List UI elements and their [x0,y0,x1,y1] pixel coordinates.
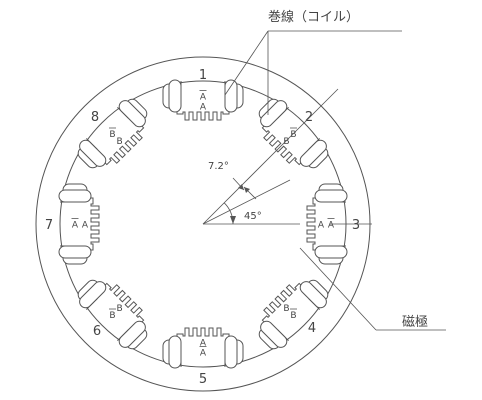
coil-callout: 巻線（コイル） [224,9,402,115]
coil-winding [58,245,92,259]
pole-body [176,327,230,367]
phase-mark: B [109,311,115,321]
pole-label: 磁極 [402,314,428,330]
phase-mark: A [318,221,325,231]
pole-body [261,282,321,342]
pole-number-8: 8 [91,110,99,125]
coil-leader-1 [224,30,269,96]
pole-pitch-arc [223,202,234,225]
pole-pitch-angle-label: 45° [244,211,262,222]
phase-marks-7: AA [71,218,89,231]
marker-arrow-a [238,184,244,190]
phase-mark: B [290,130,296,140]
coil-winding [168,79,182,113]
stator-pole-8 [85,106,145,166]
phase-mark: A [200,339,207,349]
pole-number-5: 5 [199,372,207,387]
pole-number-4: 4 [308,321,316,336]
coil-winding [299,139,327,167]
coil-label: 巻線（コイル） [268,9,359,25]
coil-5 [162,335,244,369]
stator-pole-7 [60,197,100,251]
arc-arrow-head [230,216,236,224]
phase-marks-4: BB [283,304,298,321]
stator-pole-6 [85,282,145,342]
coil-1 [162,79,244,113]
reference-line-tooth [202,179,291,225]
coil-winding [314,245,348,259]
coil-winding [118,100,146,128]
phase-mark: A [328,221,335,231]
pole-body [60,197,100,251]
coil-winding [314,189,348,203]
coil-winding [260,320,288,348]
phase-marks-5: AA [199,339,207,359]
winding-coils [58,79,348,369]
pole-number-6: 6 [93,324,101,339]
phase-mark: B [116,304,122,314]
coil-7 [58,183,92,265]
coil-3 [314,183,348,265]
stator-pole-1 [176,81,230,121]
phase-mark: B [283,304,289,314]
coil-winding [260,100,288,128]
phase-mark: B [116,137,122,147]
coil-winding [224,79,238,113]
pole-number-7: 7 [45,218,53,233]
angle-construction [202,88,372,225]
pole-callout: 磁極 [299,247,446,331]
phase-mark: A [82,221,89,231]
coil-winding [168,335,182,369]
phase-mark: B [109,130,115,140]
phase-mark: A [200,349,207,359]
pole-body [85,282,145,342]
stator-pole-3 [306,197,346,251]
reference-line-45deg [202,88,339,225]
coil-winding [79,281,107,309]
phase-mark: A [200,93,207,103]
phase-mark: B [283,137,289,147]
phase-marks-8: BB [108,127,123,147]
pole-leader [299,247,377,331]
phase-marks-2: BB [283,127,298,147]
stator-pole-5 [176,327,230,367]
coil-2 [258,98,329,169]
pole-body [176,81,230,121]
coil-winding [58,189,92,203]
coil-winding [118,320,146,348]
pole-number-1: 1 [199,68,207,83]
phase-marks-6: BB [108,304,123,321]
phase-mark: A [200,103,207,113]
pole-body [85,106,145,166]
phase-marks-1: AA [199,90,207,113]
coil-winding [224,335,238,369]
coil-winding [79,139,107,167]
coil-4 [258,279,329,350]
coil-winding [299,281,327,309]
phase-mark: B [290,311,296,321]
tooth-pitch-angle-label: 7.2° [208,161,229,172]
stator-pole-4 [261,282,321,342]
pole-number-3: 3 [352,218,360,233]
pole-body [306,197,346,251]
coil-6 [77,279,148,350]
phase-mark: A [72,221,79,231]
coil-8 [77,98,148,169]
marker-arrow-b [244,187,250,193]
